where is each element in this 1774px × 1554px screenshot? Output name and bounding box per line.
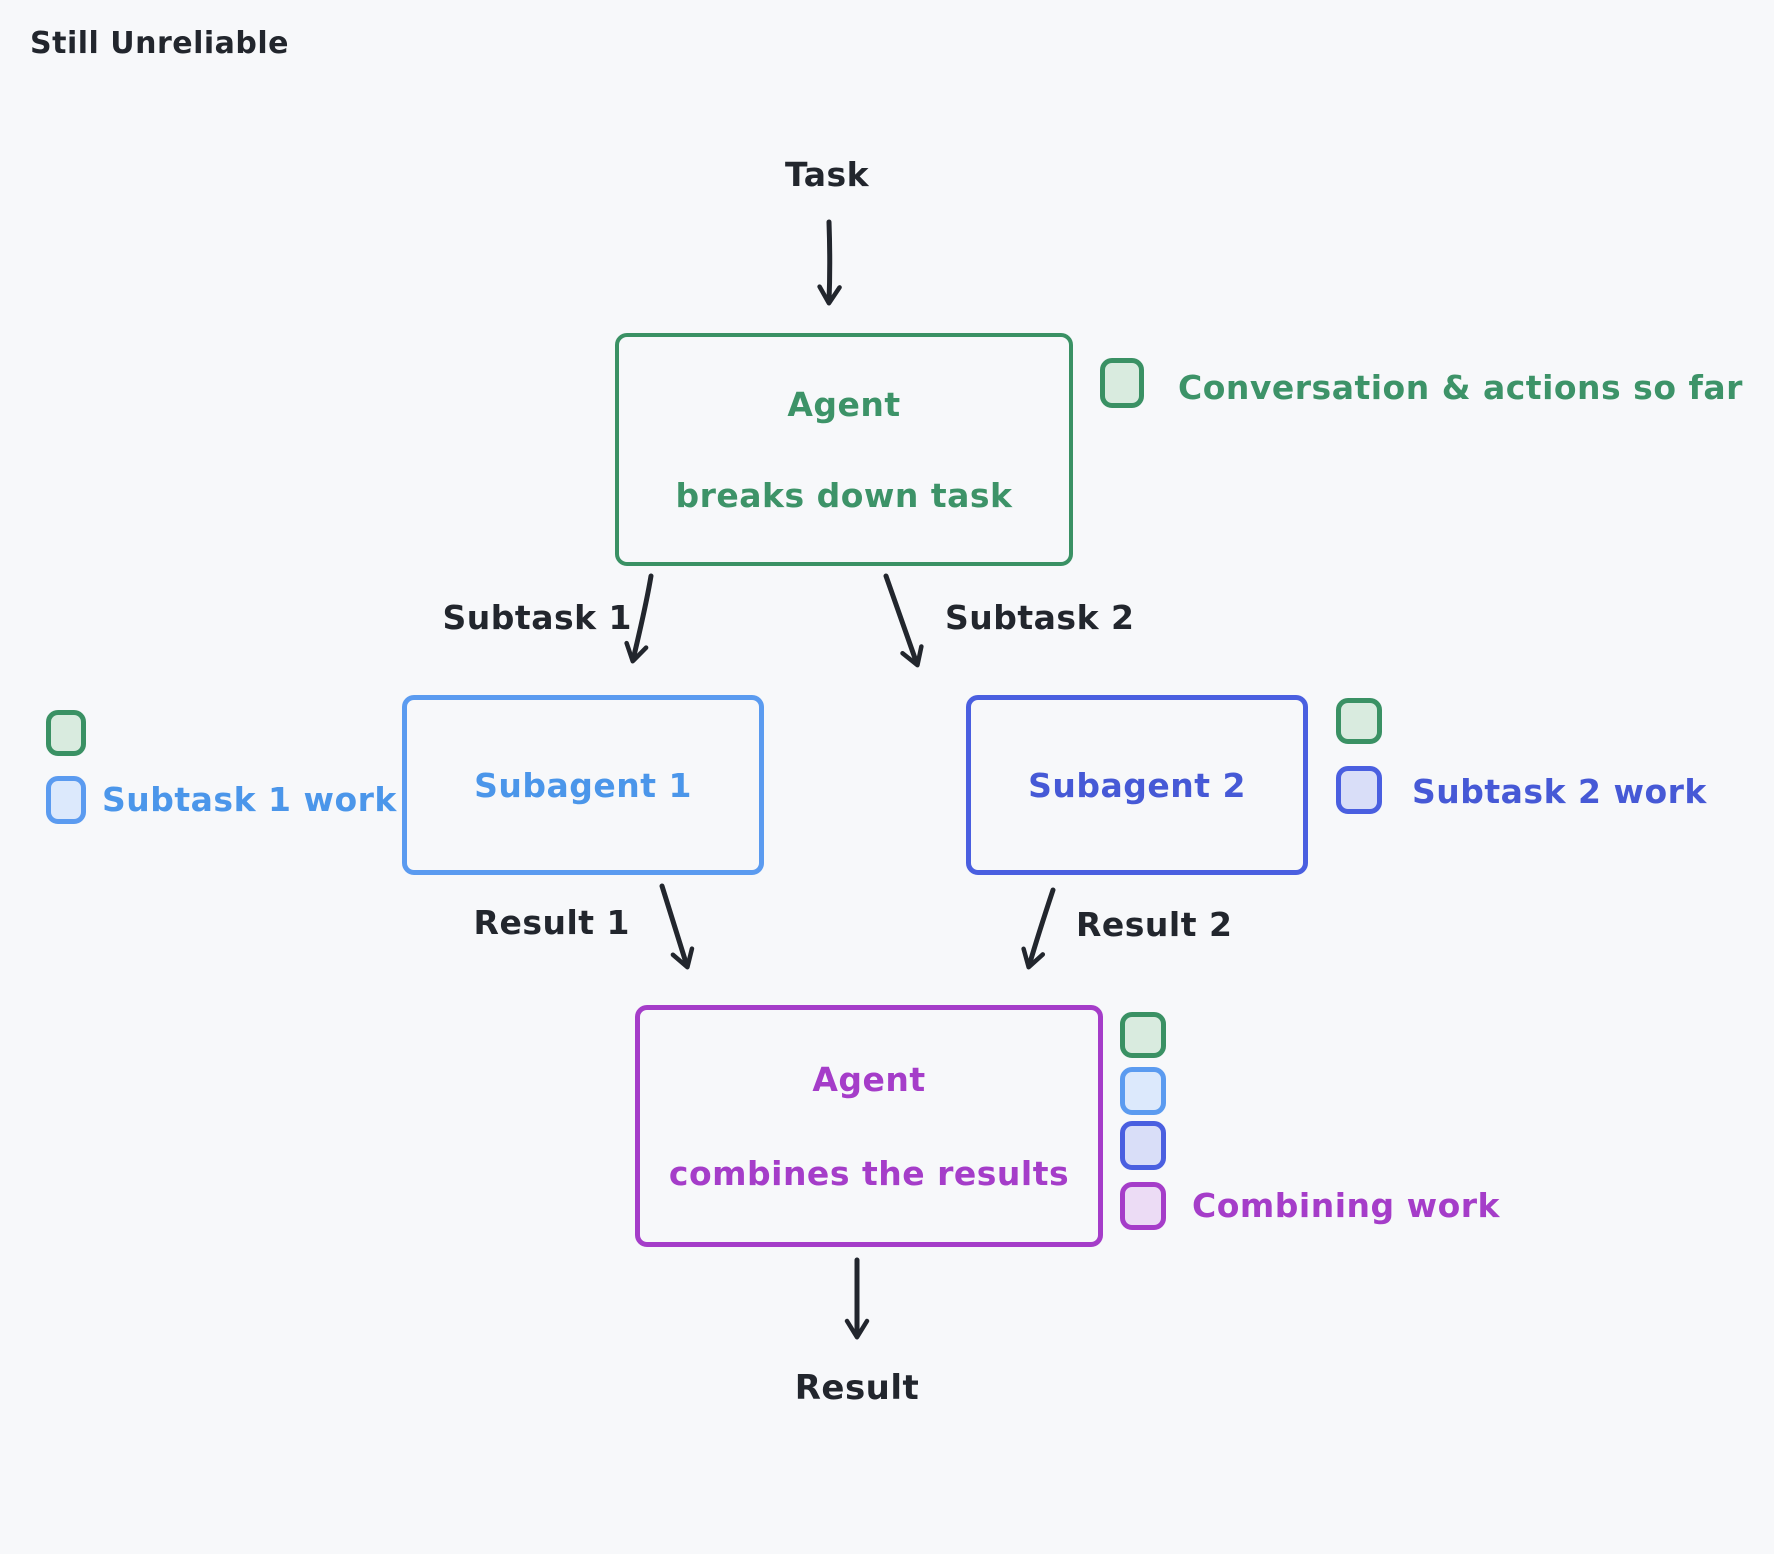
result2-arrow [1021,887,1056,970]
agent-combine-box: Agent combines the results [635,1005,1103,1247]
agent-breakdown-subtitle: breaks down task [675,475,1013,515]
subagent2-label: Subagent 2 [1028,765,1246,805]
page-title: Still Unreliable [30,26,290,61]
result-label: Result [794,1368,920,1408]
subtask1-label: Subtask 1 [442,598,632,637]
subagent2-box: Subagent 2 [966,695,1308,875]
combining-work-label: Combining work [1192,1186,1500,1225]
result2-label: Result 2 [1076,905,1233,944]
subtask1-arrow [624,573,654,664]
combine-purple-swatch-icon [1120,1182,1166,1230]
conversation-swatch-icon [1100,358,1144,408]
subtask2-label: Subtask 2 [945,598,1135,637]
combine-lightblue-swatch-icon [1120,1067,1166,1115]
agent-combine-subtitle: combines the results [668,1153,1070,1193]
task-arrow [817,219,842,306]
task-label: Task [784,155,870,194]
subagent1-box: Subagent 1 [402,695,764,875]
subtask2-work-label: Subtask 2 work [1412,772,1707,811]
subagent1-label: Subagent 1 [474,765,692,805]
subtask1-work-label: Subtask 1 work [102,780,397,819]
subtask2-blue-swatch-icon [1336,766,1382,814]
agent-combine-title: Agent [812,1059,926,1099]
agent-breakdown-title: Agent [787,384,901,424]
agent-breakdown-box: Agent breaks down task [615,333,1073,566]
combine-royalblue-swatch-icon [1120,1121,1166,1170]
subtask2-green-swatch-icon [1336,698,1382,744]
result1-label: Result 1 [473,903,630,942]
subtask2-arrow [883,573,924,668]
subtask1-blue-swatch-icon [46,776,86,824]
combine-green-swatch-icon [1120,1012,1166,1058]
subtask1-green-swatch-icon [46,710,86,756]
result1-arrow [659,883,695,970]
conversation-legend-label: Conversation & actions so far [1178,368,1743,407]
